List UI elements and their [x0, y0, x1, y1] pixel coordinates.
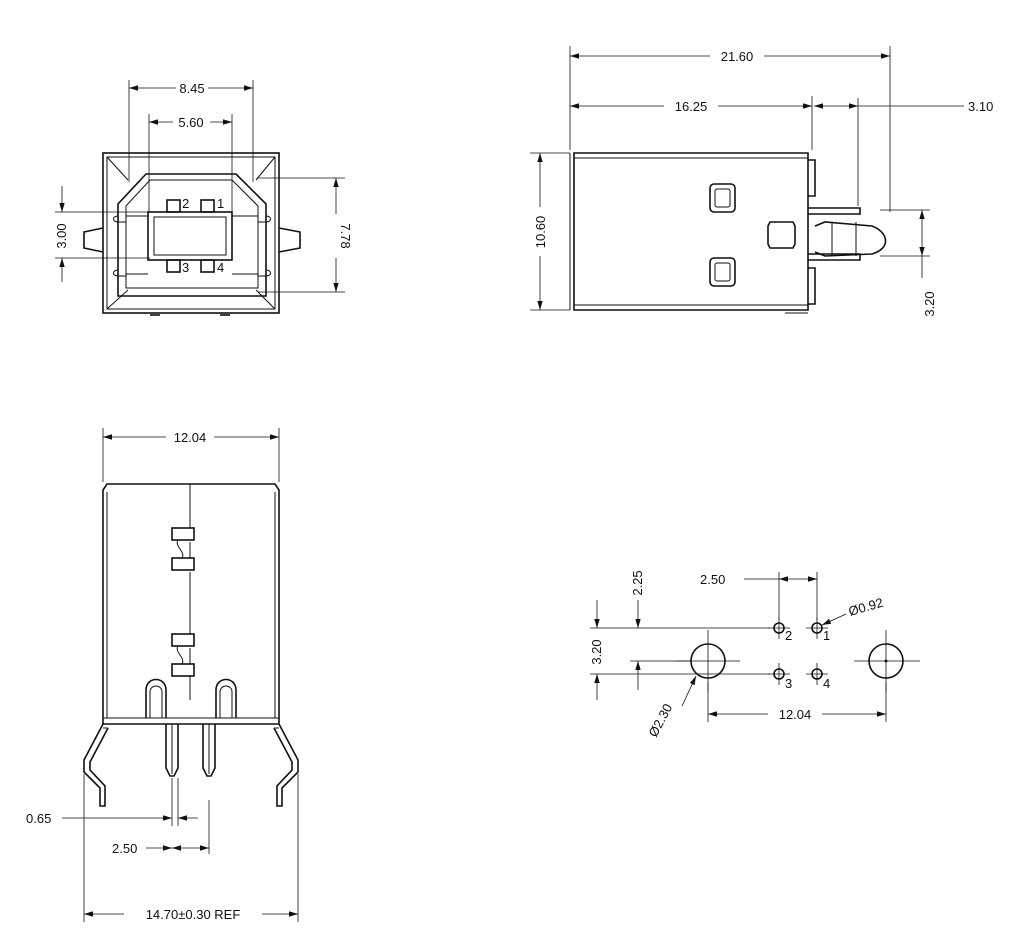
footprint-pin-label-3: 3 — [785, 676, 792, 691]
front-pin-label-1: 1 — [217, 196, 224, 211]
dim-footprint-mount-spacing: 12.04 — [779, 707, 812, 722]
footprint-hole-2 — [768, 617, 790, 639]
dim-side-total-length: 21.60 — [721, 49, 754, 64]
dim-side-height: 10.60 — [533, 216, 548, 249]
front-pin-label-2: 2 — [182, 196, 189, 211]
dim-side-pin-offset: 3.10 — [968, 99, 993, 114]
dim-footprint-hole-small: Ø0.92 — [847, 595, 885, 619]
footprint-mount-hole-right — [854, 630, 920, 692]
footprint-pin-label-4: 4 — [823, 676, 830, 691]
dim-front-height-right: 7.78 — [338, 223, 353, 248]
footprint-hole-3 — [768, 663, 790, 685]
side-view: 21.60 16.25 3.10 10.60 3.20 — [530, 46, 993, 317]
dim-front-width-outer: 8.45 — [179, 81, 204, 96]
dim-footprint-pin-pitch-x: 2.50 — [700, 572, 725, 587]
dim-footprint-hole-large: Ø2.30 — [645, 701, 675, 739]
dim-top-pin-thickness: 0.65 — [26, 811, 51, 826]
dim-side-body-length: 16.25 — [675, 99, 708, 114]
footprint-pin-label-1: 1 — [823, 628, 830, 643]
dim-side-pin-spacing: 3.20 — [922, 291, 937, 316]
dim-front-width-inner: 5.60 — [178, 115, 203, 130]
dim-top-pin-pitch: 2.50 — [112, 841, 137, 856]
pcb-footprint: 2 1 3 4 2.50 2.25 3.20 Ø0.92 Ø2.30 12.04 — [589, 570, 920, 739]
top-view: 12.04 0.65 2.50 14.70±0.30 REF — [26, 428, 299, 922]
dim-footprint-pin-pitch-y: 3.20 — [589, 639, 604, 664]
footprint-hole-1 — [806, 617, 828, 639]
dim-footprint-offset-y: 2.25 — [630, 570, 645, 595]
front-pin-label-3: 3 — [182, 260, 189, 275]
front-pin-label-4: 4 — [217, 260, 224, 275]
footprint-hole-4 — [806, 663, 828, 685]
footprint-pin-label-2: 2 — [785, 628, 792, 643]
dim-top-width: 12.04 — [174, 430, 207, 445]
dim-front-height-left: 3.00 — [54, 223, 69, 248]
front-view: 2 1 3 4 8.45 5.60 3.00 7.78 — [54, 80, 353, 316]
dim-top-overall: 14.70±0.30 REF — [146, 907, 241, 922]
